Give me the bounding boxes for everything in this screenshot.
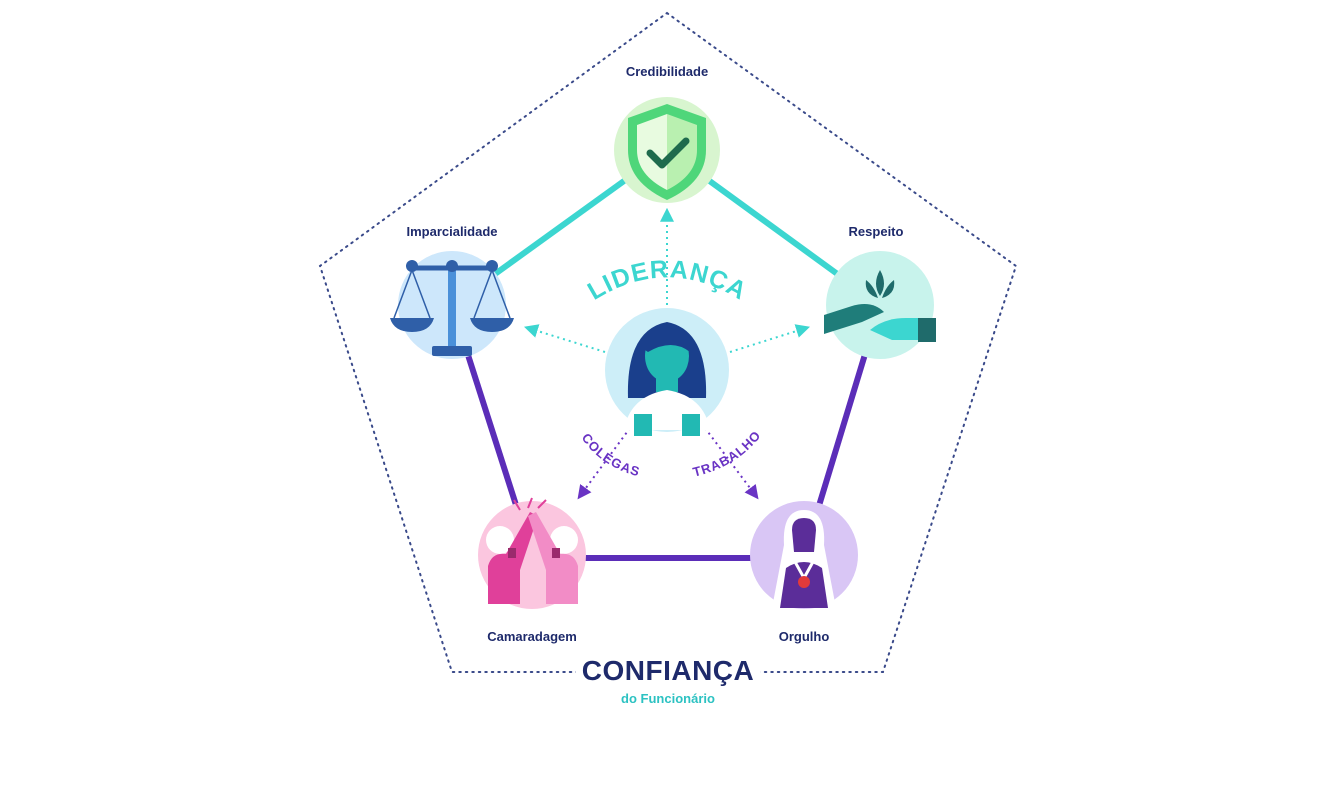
arrow-label-colegas: COLEGAS (579, 430, 642, 479)
label-respeito: Respeito (848, 224, 904, 239)
node-camaradagem (478, 497, 586, 609)
arrow-to-orgulho (704, 427, 759, 500)
scales-icon (390, 260, 514, 356)
label-credibilidade: Credibilidade (625, 64, 709, 79)
node-lideranca: LIDERANÇA COLEGAS TRABALHO (579, 255, 764, 479)
label-imparcialidade: Imparcialidade (406, 224, 498, 239)
node-credibilidade (614, 97, 720, 203)
label-orgulho: Orgulho (778, 629, 830, 644)
high-five-icon (486, 497, 578, 604)
hands-lotus-icon (824, 270, 936, 342)
label-camaradagem: Camaradagem (487, 629, 577, 644)
node-respeito (824, 251, 936, 359)
arrow-to-camaradagem (577, 427, 631, 500)
node-orgulho (750, 501, 858, 609)
node-imparcialidade (390, 251, 514, 359)
shield-check-icon (628, 104, 706, 200)
arrow-label-trabalho: TRABALHO (691, 427, 764, 479)
arrow-to-respeito (729, 324, 811, 353)
arrow-to-imparcialidade (523, 324, 606, 353)
leader-woman-icon (624, 322, 710, 436)
medal-person-icon (772, 510, 836, 608)
footer-title: CONFIANÇA (575, 655, 761, 687)
footer-subtitle: do Funcionário (621, 691, 715, 706)
